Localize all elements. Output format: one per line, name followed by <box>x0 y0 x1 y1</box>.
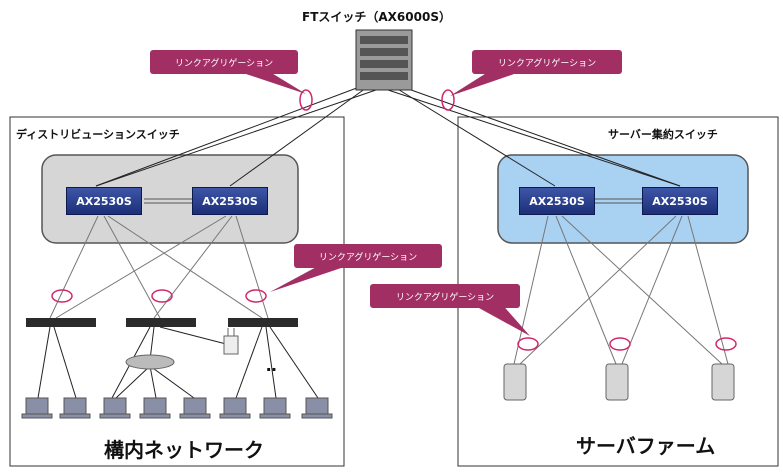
campus-network-label: 構内ネットワーク <box>104 438 264 462</box>
server-icon <box>503 363 735 401</box>
server-aggregation-switch: AX2530S <box>519 187 595 215</box>
hub-icon <box>125 354 175 370</box>
distribution-title: ディストリビューションスイッチ <box>16 128 180 141</box>
callout-tails <box>240 72 530 336</box>
link-aggregation-callout: リンクアグリゲーション <box>150 50 298 74</box>
server-aggregation-title: サーバー集約スイッチ <box>608 128 718 141</box>
distribution-switch: AX2530S <box>66 187 142 215</box>
server-aggregation-switch: AX2530S <box>642 187 718 215</box>
laptop-icon <box>21 397 333 419</box>
core-switch-label: FTスイッチ（AX6000S） <box>302 10 451 24</box>
access-links <box>37 326 319 399</box>
distribution-area-border <box>9 116 345 467</box>
more-devices-ellipsis: ‥ <box>266 356 277 375</box>
link-aggregation-callout: リンクアグリゲーション <box>370 284 520 308</box>
wireless-ap-icon <box>223 328 239 355</box>
link-aggregation-callout: リンクアグリゲーション <box>294 244 442 268</box>
link-aggregation-callout: リンクアグリゲーション <box>472 50 622 74</box>
stack-links <box>144 198 642 204</box>
distribution-switch: AX2530S <box>192 187 268 215</box>
chassis-switch-icon <box>355 29 413 91</box>
link-aggregation-ring-icon <box>51 89 737 351</box>
server-farm-label: サーバファーム <box>576 434 716 458</box>
edge-switch-icon <box>26 318 298 327</box>
core-uplinks <box>95 85 681 187</box>
